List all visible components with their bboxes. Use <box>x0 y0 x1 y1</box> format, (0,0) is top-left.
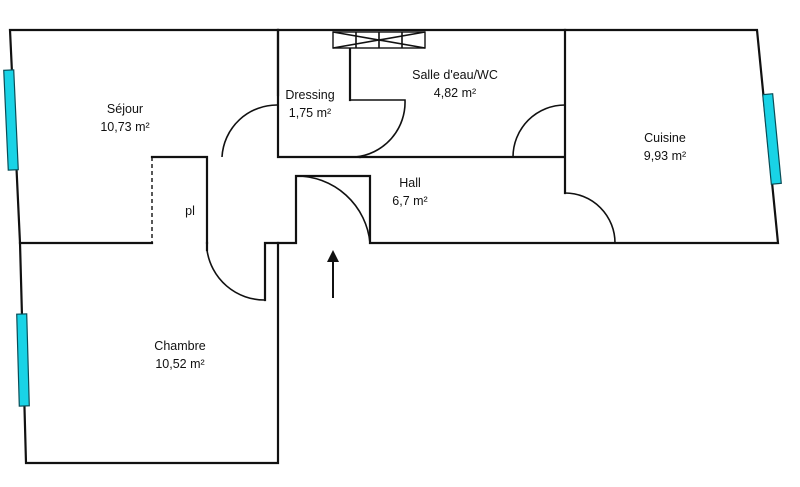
room-area: 1,75 m² <box>288 106 332 120</box>
room-name: Chambre <box>154 339 206 353</box>
room-label-placard: pl <box>185 202 195 220</box>
room-label-sejour: Séjour 10,73 m² <box>100 100 149 136</box>
room-area: 9,93 m² <box>643 149 687 163</box>
door-entrance <box>295 175 371 244</box>
door-cuisine <box>564 192 616 244</box>
door-salle <box>512 104 566 158</box>
room-area: 10,73 m² <box>100 120 150 134</box>
room-label-dressing: Dressing 1,75 m² <box>285 86 334 122</box>
room-name: Séjour <box>106 102 144 116</box>
window-sejour <box>3 69 19 171</box>
room-label-cuisine: Cuisine 9,93 m² <box>644 129 686 165</box>
room-area: 4,82 m² <box>433 86 477 100</box>
door-dressing <box>350 99 406 158</box>
exterior-wall <box>8 28 780 465</box>
ventilation-icon <box>332 31 426 49</box>
interior-wall-salle-bottom <box>358 28 567 195</box>
room-area: 6,7 m² <box>392 194 428 208</box>
interior-wall-chambre-hall <box>205 241 280 302</box>
room-name: Cuisine <box>644 131 686 145</box>
window-cuisine <box>762 93 782 185</box>
room-label-chambre: Chambre 10,52 m² <box>154 337 205 373</box>
entrance-arrow-icon <box>327 250 339 298</box>
room-name: Salle d'eau/WC <box>412 68 498 82</box>
door-sejour-arc <box>221 104 279 158</box>
room-name: Dressing <box>285 88 335 102</box>
room-label-hall: Hall 6,7 m² <box>392 174 427 210</box>
door-chambre <box>206 249 266 301</box>
window-chambre <box>16 313 30 407</box>
interior-wall-placard <box>150 155 209 245</box>
room-label-salle: Salle d'eau/WC 4,82 m² <box>412 66 498 102</box>
room-area: 10,52 m² <box>155 357 205 371</box>
room-name: Hall <box>399 176 421 190</box>
room-name: pl <box>185 204 195 218</box>
